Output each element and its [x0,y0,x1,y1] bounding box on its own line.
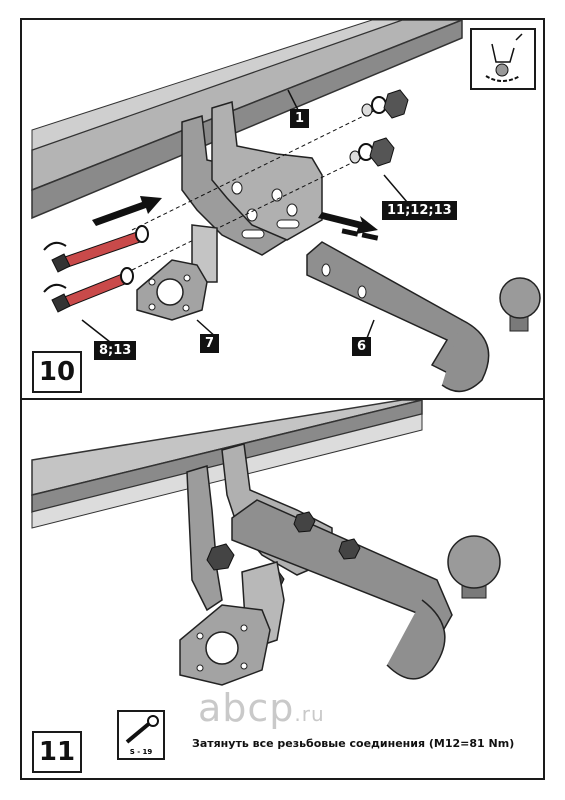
step-11-illustration [31,400,501,686]
nuts-and-washers [349,89,409,167]
label-bolts: 8;13 [94,341,137,360]
step-10-panel: 1 11;12;13 7 6 8;13 10 [20,18,545,400]
step-number: 10 [32,351,82,393]
electrical-socket-plate [136,224,218,321]
electrical-socket-plate [179,561,285,686]
step-11-panel: abcp.ru S - 19 Затянуть все резьбовые со… [20,398,545,780]
label-part-7: 7 [200,334,220,353]
label-part-6: 6 [352,337,372,356]
tow-bar [231,499,501,680]
watermark: abcp.ru [198,686,325,730]
torque-instruction: Затянуть все резьбовые соединения (M12=8… [192,737,515,750]
hand-tighten-icon [470,28,536,90]
vehicle-frame-beam [31,20,463,220]
step-number: 11 [32,731,82,773]
bolts [43,225,149,313]
tool-size-label: S - 19 [129,748,153,756]
step-10-illustration [31,20,541,393]
label-part-1: 1 [290,109,310,128]
mounting-bracket [181,101,323,256]
wrench-icon: S - 19 [117,710,165,760]
label-nuts: 11;12;13 [382,201,457,220]
assembly-lines [131,101,393,271]
tow-bar [306,241,541,393]
direction-arrows [92,196,379,241]
